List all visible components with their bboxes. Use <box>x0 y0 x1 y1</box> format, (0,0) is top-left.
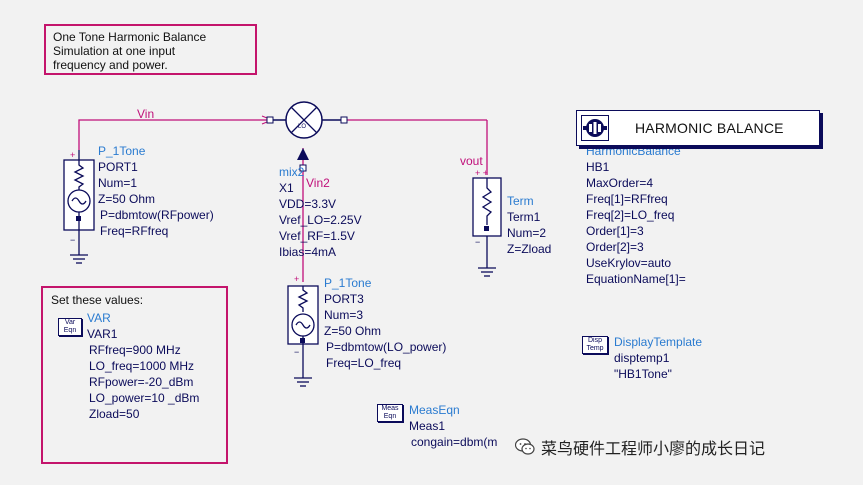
plus-sign: + <box>294 274 299 284</box>
port3-name: PORT3 <box>324 292 364 306</box>
var-type: VAR <box>87 311 111 325</box>
display-template-icon[interactable]: Disp Temp <box>582 336 608 354</box>
port1-source-symbol[interactable] <box>63 150 95 264</box>
note-line: frequency and power. <box>53 58 168 72</box>
var-param: LO_power=10 _dBm <box>89 391 200 405</box>
mixer-param: Vref_RF=1.5V <box>279 229 355 243</box>
hb-name: HB1 <box>586 160 610 174</box>
term-param: Z=Zload <box>507 242 552 256</box>
hb-param: MaxOrder=4 <box>586 176 654 190</box>
mixer-param: Ibias=4mA <box>279 245 337 259</box>
term-type: Term <box>507 194 534 208</box>
var-note-heading: Set these values: <box>51 293 144 307</box>
hb-title: HARMONIC BALANCE <box>635 120 784 136</box>
hb-param: Order[1]=3 <box>586 224 644 238</box>
vout-label[interactable]: vout <box>460 154 483 168</box>
plus-sign: + + <box>475 168 488 178</box>
display-type: DisplayTemplate <box>614 335 703 349</box>
chip-line: Eqn <box>63 327 77 334</box>
chip-line: Disp <box>587 337 602 344</box>
var-note-box[interactable]: Set these values: Var Eqn VAR VAR1 RFfre… <box>41 286 228 464</box>
mixer-symbol[interactable] <box>266 101 348 172</box>
chip-line: Temp <box>586 345 604 352</box>
hb-param: Freq[2]=LO_freq <box>586 208 675 222</box>
port3-param: Z=50 Ohm <box>324 324 382 338</box>
note-text: One Tone Harmonic Balance Simulation at … <box>53 30 206 72</box>
plus-sign: + <box>70 150 75 160</box>
vin-label[interactable]: Vin <box>137 107 155 121</box>
display-name: disptemp1 <box>614 351 670 365</box>
pin-dots <box>76 216 489 343</box>
display-value: "HB1Tone" <box>614 367 672 381</box>
meas-type: MeasEqn <box>409 403 460 417</box>
hb-param: Order[2]=3 <box>586 240 644 254</box>
var-param: RFfreq=900 MHz <box>89 343 181 357</box>
mixer-name: X1 <box>279 181 294 195</box>
harmonic-balance-controller[interactable]: HARMONIC BALANCE <box>576 110 820 146</box>
minus-sign: − <box>475 237 480 247</box>
port1-type: P_1Tone <box>98 144 146 158</box>
mixer-lo-label: LO <box>298 124 307 130</box>
hb-param: EquationName[1]= <box>586 272 686 286</box>
note-line: One Tone Harmonic Balance <box>53 30 207 44</box>
harmonic-balance-icon <box>581 115 609 141</box>
mixer-instance: mix2 <box>279 165 305 179</box>
var-param: LO_freq=1000 MHz <box>89 359 195 373</box>
meas-name: Meas1 <box>409 419 446 433</box>
minus-sign: − <box>70 235 75 245</box>
mixer-param: VDD=3.3V <box>279 197 337 211</box>
port1-name: PORT1 <box>98 160 138 174</box>
port1-param: Freq=RFfreq <box>100 224 169 238</box>
port1-param: Num=1 <box>98 176 138 190</box>
var-eqn-icon[interactable]: Var Eqn <box>58 318 82 336</box>
minus-sign: − <box>294 347 299 357</box>
term-name: Term1 <box>507 210 541 224</box>
port1-param: P=dbmtow(RFpower) <box>100 208 214 222</box>
top-note-box[interactable]: One Tone Harmonic Balance Simulation at … <box>44 24 257 75</box>
meas-eqn-icon[interactable]: Meas Eqn <box>377 404 403 422</box>
watermark-text: 菜鸟硬件工程师小廖的成长日记 <box>541 441 766 458</box>
hb-param: Freq[1]=RFfreq <box>586 192 668 206</box>
var-name: VAR1 <box>87 327 118 341</box>
port3-param: P=dbmtow(LO_power) <box>326 340 447 354</box>
hb-type: HarmonicBalance <box>586 144 681 158</box>
var-param: RFpower=-20_dBm <box>89 375 194 389</box>
term-param: Num=2 <box>507 226 547 240</box>
port3-source-symbol[interactable] <box>287 285 319 387</box>
chip-line: Meas <box>381 405 399 412</box>
vin2-label[interactable]: Vin2 <box>306 176 330 190</box>
watermark: 菜鸟硬件工程师小廖的成长日记 <box>515 435 765 459</box>
port3-type: P_1Tone <box>324 276 372 290</box>
chip-line: Var <box>64 319 76 326</box>
mixer-param: Vref_LO=2.25V <box>279 213 362 227</box>
port3-param: Num=3 <box>324 308 364 322</box>
wechat-icon <box>515 438 535 455</box>
meas-expr: congain=dbm(m <box>411 435 498 449</box>
port3-param: Freq=LO_freq <box>326 356 402 370</box>
note-line: Simulation at one input <box>53 44 176 58</box>
var-param: Zload=50 <box>89 407 140 421</box>
chip-line: Eqn <box>383 413 397 420</box>
hb-param: UseKrylov=auto <box>586 256 672 270</box>
port1-param: Z=50 Ohm <box>98 192 156 206</box>
